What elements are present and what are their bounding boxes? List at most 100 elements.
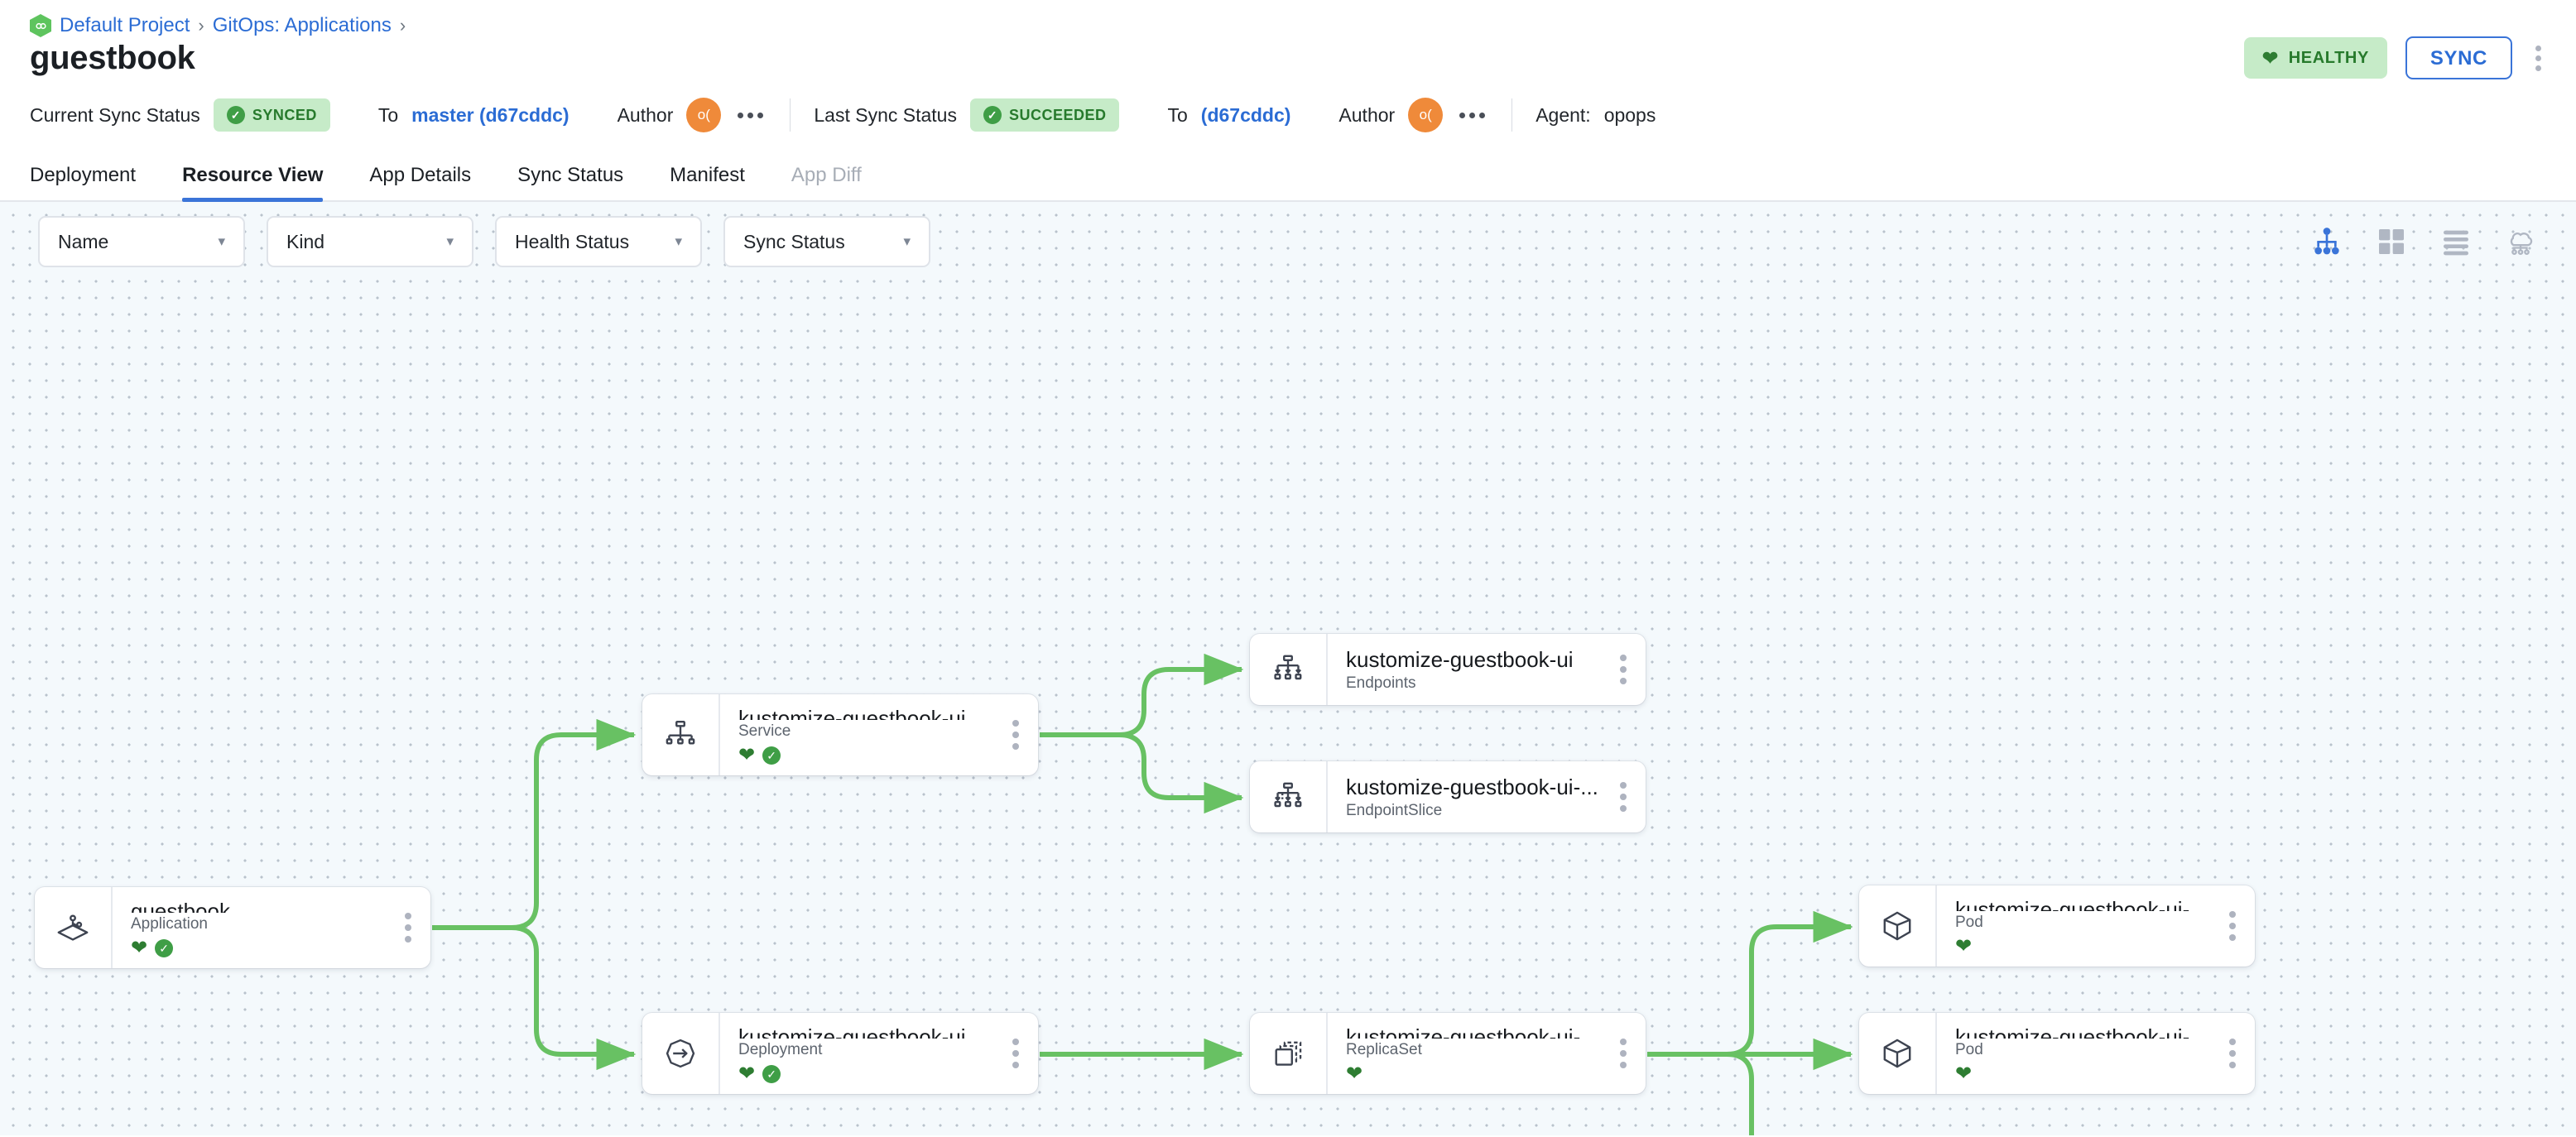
node-kind: ReplicaSet — [1346, 1041, 1422, 1059]
filter-name-select[interactable]: Name ▾ — [38, 216, 245, 267]
filter-bar: Name ▾ Kind ▾ Health Status ▾ Sync Statu… — [0, 202, 2576, 281]
chevron-down-icon: ▾ — [446, 233, 454, 249]
edge-service-to-endpoints — [1040, 653, 1244, 737]
graph-node-endpoints[interactable]: kustomize-guestbook-ui Endpoints — [1250, 634, 1646, 705]
health-heart-icon: ❤ — [131, 937, 148, 959]
graph-node-endpointslice[interactable]: kustomize-guestbook-ui-... EndpointSlice — [1250, 761, 1646, 832]
node-name: kustomize-guestbook-ui — [738, 706, 966, 721]
current-revision-link[interactable]: master (d67cddc) — [411, 103, 570, 126]
edge-replicaset-to-pod-1 — [1647, 910, 1853, 1057]
endpointslice-icon — [1250, 761, 1326, 832]
current-to-label: To — [377, 103, 399, 126]
graph-node-pod-1[interactable]: kustomize-guestbook-ui-... Pod ❤ — [1859, 885, 2255, 967]
node-body: kustomize-guestbook-ui Service ❤ ✓ — [718, 694, 993, 775]
breadcrumb: Default Project › GitOps: Applications › — [0, 0, 2576, 37]
current-sync-status-badge-label: SYNCED — [252, 106, 317, 123]
graph-node-service[interactable]: kustomize-guestbook-ui Service ❤ ✓ — [642, 694, 1038, 775]
agent-value: opops — [1603, 103, 1656, 126]
filter-health-status-select[interactable]: Health Status ▾ — [495, 216, 702, 267]
current-sync-status-label: Current Sync Status — [30, 103, 200, 126]
node-status: ❤ ✓ — [738, 1064, 993, 1084]
graph-node-replicaset[interactable]: kustomize-guestbook-ui-... ReplicaSet ❤ — [1250, 1013, 1646, 1094]
synced-check-icon: ✓ — [155, 939, 174, 957]
check-circle-icon: ✓ — [226, 106, 245, 124]
health-badge-label: HEALTHY — [2288, 48, 2369, 67]
node-menu-icon[interactable] — [2210, 1013, 2255, 1094]
edge-app-to-service — [432, 718, 637, 930]
avatar-last-author[interactable]: o( — [1408, 98, 1444, 132]
last-author-label: Author — [1338, 103, 1396, 126]
view-toggle-group — [2309, 224, 2538, 259]
node-kind: EndpointSlice — [1346, 802, 1443, 820]
node-menu-icon[interactable] — [386, 887, 430, 968]
avatar-current-author[interactable]: o( — [686, 98, 722, 132]
node-body: kustomize-guestbook-ui Deployment ❤ ✓ — [718, 1013, 993, 1094]
graph-node-deployment[interactable]: kustomize-guestbook-ui Deployment ❤ ✓ — [642, 1013, 1038, 1094]
node-kind: Pod — [1955, 914, 1983, 932]
node-body: kustomize-guestbook-ui-... EndpointSlice — [1326, 761, 1601, 832]
last-revision-link[interactable]: (d67cddc) — [1200, 103, 1291, 126]
edge-replicaset-to-pod-3 — [1647, 1052, 1754, 1135]
sync-status-strip: Current Sync Status ✓ SYNCED To master (… — [0, 79, 2576, 151]
node-status: ❤ ✓ — [738, 746, 993, 765]
tab-manifest[interactable]: Manifest — [670, 164, 745, 186]
title-row: guestbook ❤ HEALTHY SYNC — [0, 28, 2576, 79]
last-sync-status-group: Last Sync Status ✓ SUCCEEDED To (d67cddc… — [814, 98, 1488, 132]
node-menu-icon[interactable] — [1601, 761, 1646, 832]
network-view-icon[interactable] — [2503, 224, 2538, 259]
node-menu-icon[interactable] — [993, 1013, 1038, 1094]
breadcrumb-item-project[interactable]: Default Project — [60, 14, 190, 36]
agent-label: Agent: — [1536, 103, 1591, 126]
current-overflow-icon[interactable] — [734, 108, 767, 123]
grid-view-icon[interactable] — [2374, 224, 2409, 259]
filter-kind-label: Kind — [286, 230, 325, 252]
application-icon — [35, 887, 111, 968]
tab-resource-view[interactable]: Resource View — [159, 164, 346, 202]
resource-graph-canvas[interactable]: Name ▾ Kind ▾ Health Status ▾ Sync Statu… — [0, 202, 2576, 1135]
edge-service-to-endpointslice — [1040, 732, 1244, 814]
last-to-label: To — [1167, 103, 1188, 126]
chevron-down-icon: ▾ — [903, 233, 911, 249]
sync-button[interactable]: SYNC — [2405, 36, 2512, 79]
tab-app-details[interactable]: App Details — [369, 164, 472, 186]
synced-check-icon: ✓ — [762, 1065, 781, 1083]
node-name: kustomize-guestbook-ui-... — [1955, 1024, 2208, 1039]
health-heart-icon: ❤ — [1955, 1063, 1973, 1085]
tree-view-icon[interactable] — [2309, 224, 2344, 259]
last-overflow-icon[interactable] — [1456, 108, 1488, 123]
graph-node-pod-2[interactable]: kustomize-guestbook-ui-... Pod ❤ — [1859, 1013, 2255, 1094]
last-sync-status-badge: ✓ SUCCEEDED — [969, 98, 1120, 132]
check-circle-icon: ✓ — [983, 106, 1002, 124]
tab-sync-status[interactable]: Sync Status — [517, 164, 624, 186]
node-menu-icon[interactable] — [2210, 885, 2255, 967]
node-kind: Deployment — [738, 1041, 823, 1059]
filter-kind-select[interactable]: Kind ▾ — [267, 216, 473, 267]
node-menu-icon[interactable] — [1601, 634, 1646, 705]
node-name: guestbook — [131, 899, 230, 914]
node-body: kustomize-guestbook-ui-... Pod ❤ — [1935, 885, 2210, 967]
health-heart-icon: ❤ — [738, 744, 756, 766]
node-name: kustomize-guestbook-ui — [1346, 646, 1574, 672]
node-kind: Application — [131, 915, 208, 933]
node-kind: Service — [738, 722, 791, 741]
breadcrumb-item-applications[interactable]: GitOps: Applications — [212, 14, 392, 36]
tab-deployment[interactable]: Deployment — [30, 164, 137, 186]
filter-health-status-label: Health Status — [515, 230, 630, 252]
node-menu-icon[interactable] — [993, 694, 1038, 775]
node-kind: Pod — [1955, 1041, 1983, 1059]
heart-icon: ❤ — [2261, 46, 2279, 69]
graph-node-application[interactable]: guestbook Application ❤ ✓ — [35, 887, 430, 968]
status-divider-2 — [1511, 98, 1513, 132]
health-heart-icon: ❤ — [1955, 935, 1973, 957]
node-kind: Endpoints — [1346, 674, 1416, 693]
filter-sync-status-select[interactable]: Sync Status ▾ — [723, 216, 930, 267]
node-name: kustomize-guestbook-ui — [738, 1024, 966, 1039]
node-name: kustomize-guestbook-ui-... — [1346, 774, 1598, 799]
last-sync-status-badge-label: SUCCEEDED — [1008, 106, 1107, 123]
app-overflow-menu-icon[interactable] — [2530, 42, 2546, 74]
filter-name-label: Name — [58, 230, 109, 252]
node-body: kustomize-guestbook-ui Endpoints — [1326, 634, 1601, 705]
node-menu-icon[interactable] — [1601, 1013, 1646, 1094]
pod-icon — [1859, 885, 1935, 967]
list-view-icon[interactable] — [2439, 224, 2473, 259]
